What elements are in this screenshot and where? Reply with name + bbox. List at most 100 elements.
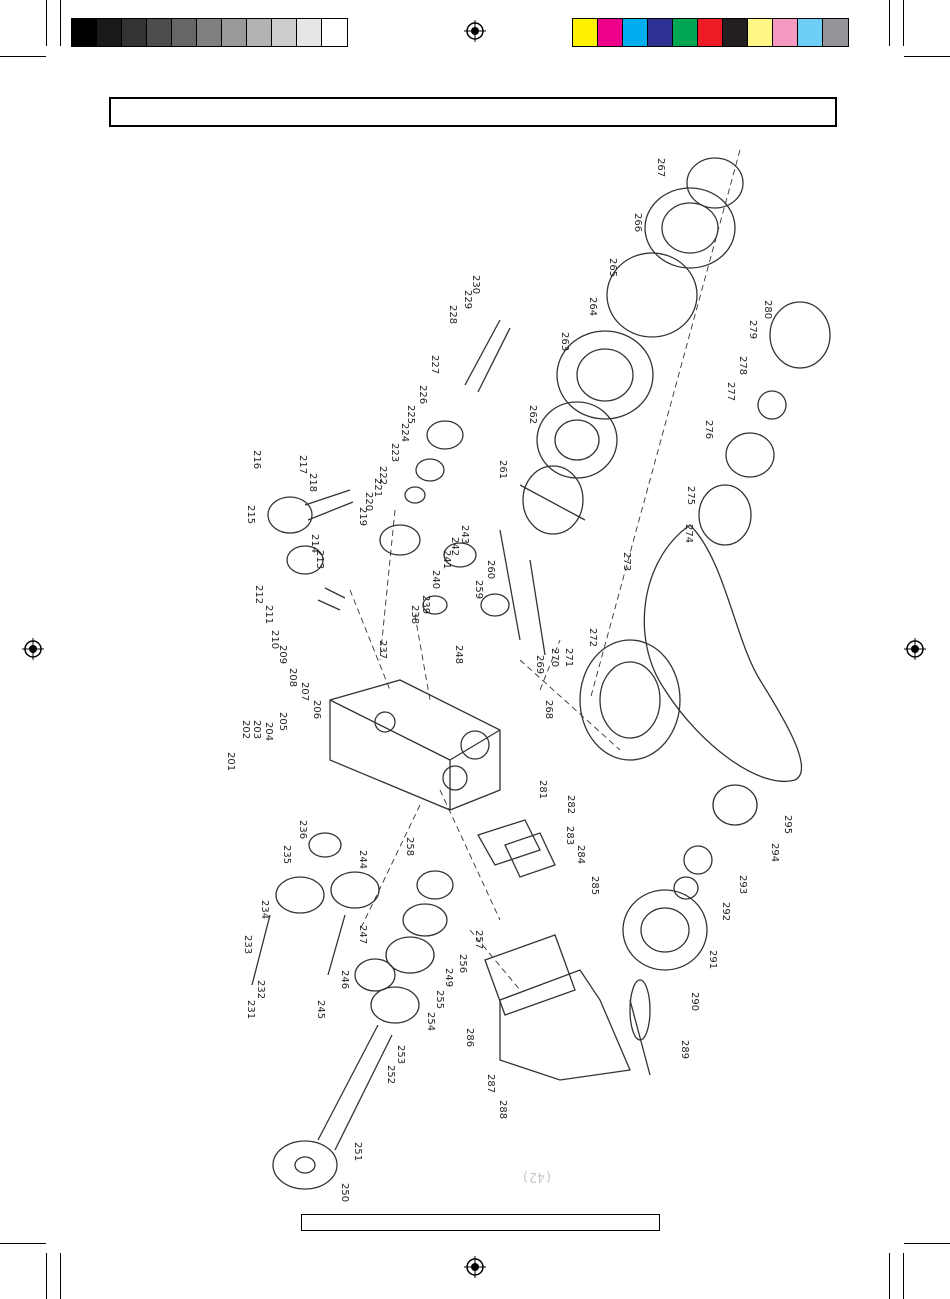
part-number-label: 256 (457, 954, 468, 973)
handle-assembly (267, 489, 421, 611)
calibration-swatch (823, 19, 848, 46)
part-number-label: 236 (297, 820, 308, 839)
part-number-label: 218 (307, 473, 318, 492)
part-number-label: 278 (737, 356, 748, 375)
part-number-label: 205 (277, 712, 288, 731)
part-number-label: 213 (314, 550, 325, 569)
title-frame (109, 97, 837, 127)
calibration-swatch (147, 19, 172, 46)
calibration-swatch (122, 19, 147, 46)
calibration-swatch (247, 19, 272, 46)
calibration-swatch (322, 19, 347, 46)
color-calibration-strip (572, 18, 849, 47)
part-number-label: 295 (782, 815, 793, 834)
part-number-label: 250 (339, 1183, 350, 1202)
part-number-label: 292 (720, 902, 731, 921)
crop-mark (0, 56, 46, 57)
crop-mark (904, 56, 950, 57)
calibration-swatch (222, 19, 247, 46)
calibration-swatch (673, 19, 698, 46)
part-number-label: 231 (245, 1000, 256, 1019)
part-number-label: 206 (311, 700, 322, 719)
part-number-label: 248 (453, 645, 464, 664)
part-number-label: 203 (251, 720, 262, 739)
part-number-label: 265 (607, 258, 618, 277)
part-number-label: 284 (575, 845, 586, 864)
part-number-label: 207 (299, 682, 310, 701)
part-number-label: 254 (425, 1012, 436, 1031)
part-number-label: 222 (377, 466, 388, 485)
part-number-label: 260 (485, 560, 496, 579)
part-number-label: 289 (679, 1040, 690, 1059)
part-number-label: 287 (485, 1074, 496, 1093)
part-number-label: 241 (441, 550, 452, 569)
part-number-label: 220 (363, 492, 374, 511)
calibration-swatch (648, 19, 673, 46)
part-number-label: 274 (683, 524, 694, 543)
crop-mark (889, 0, 890, 46)
part-number-label: 247 (357, 925, 368, 944)
part-number-label: 259 (473, 580, 484, 599)
part-number-label: 269 (534, 655, 545, 674)
drive-belt (643, 524, 803, 782)
crop-mark (904, 1243, 950, 1244)
gray-calibration-strip (71, 18, 348, 47)
calibration-swatch (598, 19, 623, 46)
calibration-swatch (698, 19, 723, 46)
part-number-label: 251 (352, 1142, 363, 1161)
part-number-label: 219 (357, 507, 368, 526)
crop-mark (60, 0, 61, 46)
part-number-label: 255 (434, 990, 445, 1009)
calibration-swatch (72, 19, 97, 46)
part-number-label: 268 (543, 700, 554, 719)
part-number-label: 230 (470, 275, 481, 294)
part-number-label: 261 (497, 460, 508, 479)
part-number-label: 221 (372, 478, 383, 497)
part-number-label: 258 (404, 837, 415, 856)
part-number-label: 271 (563, 648, 574, 667)
upper-shaft-parts (404, 319, 511, 617)
crop-mark (46, 1253, 47, 1299)
part-number-label: 243 (459, 525, 470, 544)
part-number-label: 226 (417, 385, 428, 404)
part-number-label: 249 (443, 968, 454, 987)
part-number-label: 239 (420, 595, 431, 614)
part-number-label: 224 (399, 423, 410, 442)
spindle-shaft (272, 1024, 393, 1190)
cover-plates (477, 819, 556, 878)
part-number-label: 225 (405, 405, 416, 424)
part-number-label: 229 (462, 290, 473, 309)
part-number-label: 270 (549, 648, 560, 667)
part-number-label: 242 (449, 537, 460, 556)
part-number-label: 212 (253, 585, 264, 604)
page-code: (42) (521, 1169, 553, 1184)
part-number-label: 215 (245, 505, 256, 524)
registration-mark-icon (22, 638, 44, 660)
part-number-label: 262 (527, 405, 538, 424)
part-number-label: 217 (297, 455, 308, 474)
part-number-label: 210 (269, 630, 280, 649)
gearbox-housing (329, 679, 501, 811)
part-number-label: 277 (725, 382, 736, 401)
part-number-label: 223 (389, 443, 400, 462)
part-number-label: 288 (497, 1100, 508, 1119)
part-number-label: 214 (309, 534, 320, 553)
part-number-label: 202 (240, 720, 251, 739)
calibration-swatch (197, 19, 222, 46)
part-number-label: 279 (747, 320, 758, 339)
part-number-label: 252 (385, 1065, 396, 1084)
calibration-swatch (748, 19, 773, 46)
part-number-label: 293 (737, 875, 748, 894)
part-number-label: 291 (707, 950, 718, 969)
part-number-label: 272 (587, 628, 598, 647)
lower-pulley (622, 784, 758, 971)
part-number-label: 235 (281, 845, 292, 864)
part-number-label: 266 (632, 213, 643, 232)
crop-mark (903, 0, 904, 46)
calibration-swatch (297, 19, 322, 46)
part-number-label: 204 (263, 722, 274, 741)
motor-bracket (484, 934, 651, 1081)
crop-mark (889, 1253, 890, 1299)
